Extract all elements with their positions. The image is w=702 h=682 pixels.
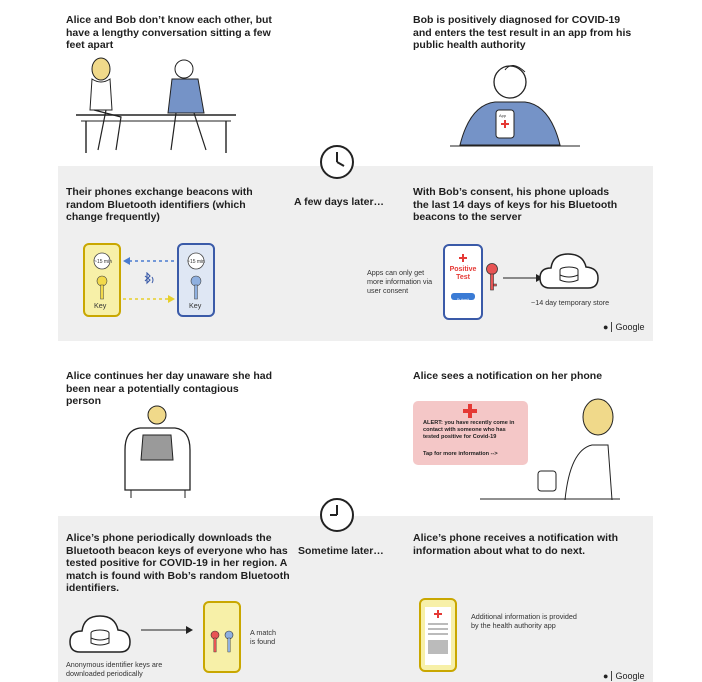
band-exchange xyxy=(58,166,653,341)
time-label-sometime: Sometime later… xyxy=(298,545,384,557)
brand-logo-top: ● Google xyxy=(603,322,644,332)
caption-upload: With Bob’s consent, his phone uploads th… xyxy=(413,186,618,223)
store-note: ~14 day temporary store xyxy=(531,298,610,307)
caption-diagnosis: Bob is positively diagnosed for COVID-19… xyxy=(413,14,632,51)
bob-phone-illustration: App xyxy=(450,65,580,147)
caption-unaware: Alice continues her day unaware she had … xyxy=(66,370,272,407)
phone-alice xyxy=(83,243,121,317)
submit-button-label: Submit xyxy=(456,297,470,302)
consent-note: Apps can only get more information via u… xyxy=(367,268,433,295)
phone-info xyxy=(419,598,457,672)
timer-bob: ~15 min xyxy=(187,259,205,265)
plus-icon xyxy=(463,404,477,418)
alice-chair-illustration xyxy=(124,405,191,498)
app-label: App xyxy=(499,113,507,118)
key-icon xyxy=(486,263,498,291)
apple-icon: ● xyxy=(603,322,609,332)
phone-match xyxy=(203,601,241,673)
apple-icon: ● xyxy=(603,671,609,681)
alice-notification-illustration xyxy=(480,398,620,501)
brand-logo-bottom: ● Google xyxy=(603,671,644,681)
band-download xyxy=(58,516,653,682)
clock-icon xyxy=(320,498,354,532)
alert-text: ALERT: you have recently come in contact… xyxy=(423,420,515,440)
alice-bob-bench-illustration xyxy=(76,57,236,153)
download-arrow xyxy=(141,626,193,634)
clock-icon xyxy=(320,145,354,179)
alert-tap-link[interactable]: Tap for more information --> xyxy=(423,451,498,457)
timer-alice: ~15 min xyxy=(94,259,112,265)
google-label: Google xyxy=(615,671,645,681)
bluetooth-icon xyxy=(144,272,154,285)
key-label-alice: Key xyxy=(94,301,107,310)
key-label-bob: Key xyxy=(189,301,202,310)
additional-info-note: Additional information is provided by th… xyxy=(471,612,577,630)
positive-test-label: Positive Test xyxy=(449,266,477,281)
google-label: Google xyxy=(615,322,645,332)
phone-positive-test xyxy=(443,244,483,320)
caption-conversation: Alice and Bob don’t know each other, but… xyxy=(66,14,272,51)
caption-notification: Alice sees a notification on her phone xyxy=(413,370,603,382)
phone-bob xyxy=(177,243,215,317)
beacon-arrows xyxy=(123,257,175,303)
cloud-server-icon xyxy=(69,615,131,653)
match-note: A match is found xyxy=(250,628,276,646)
download-note: Anonymous identifier keys are downloaded… xyxy=(66,660,163,678)
upload-arrow xyxy=(503,274,543,282)
caption-download: Alice’s phone periodically downloads the… xyxy=(66,532,290,594)
time-label-few-days: A few days later… xyxy=(294,196,385,208)
caption-next-steps: Alice’s phone receives a notification wi… xyxy=(413,532,618,557)
caption-beacons: Their phones exchange beacons with rando… xyxy=(66,186,253,223)
alert-notification[interactable]: ALERT: you have recently come in contact… xyxy=(413,401,528,465)
cloud-server-icon xyxy=(539,253,599,289)
